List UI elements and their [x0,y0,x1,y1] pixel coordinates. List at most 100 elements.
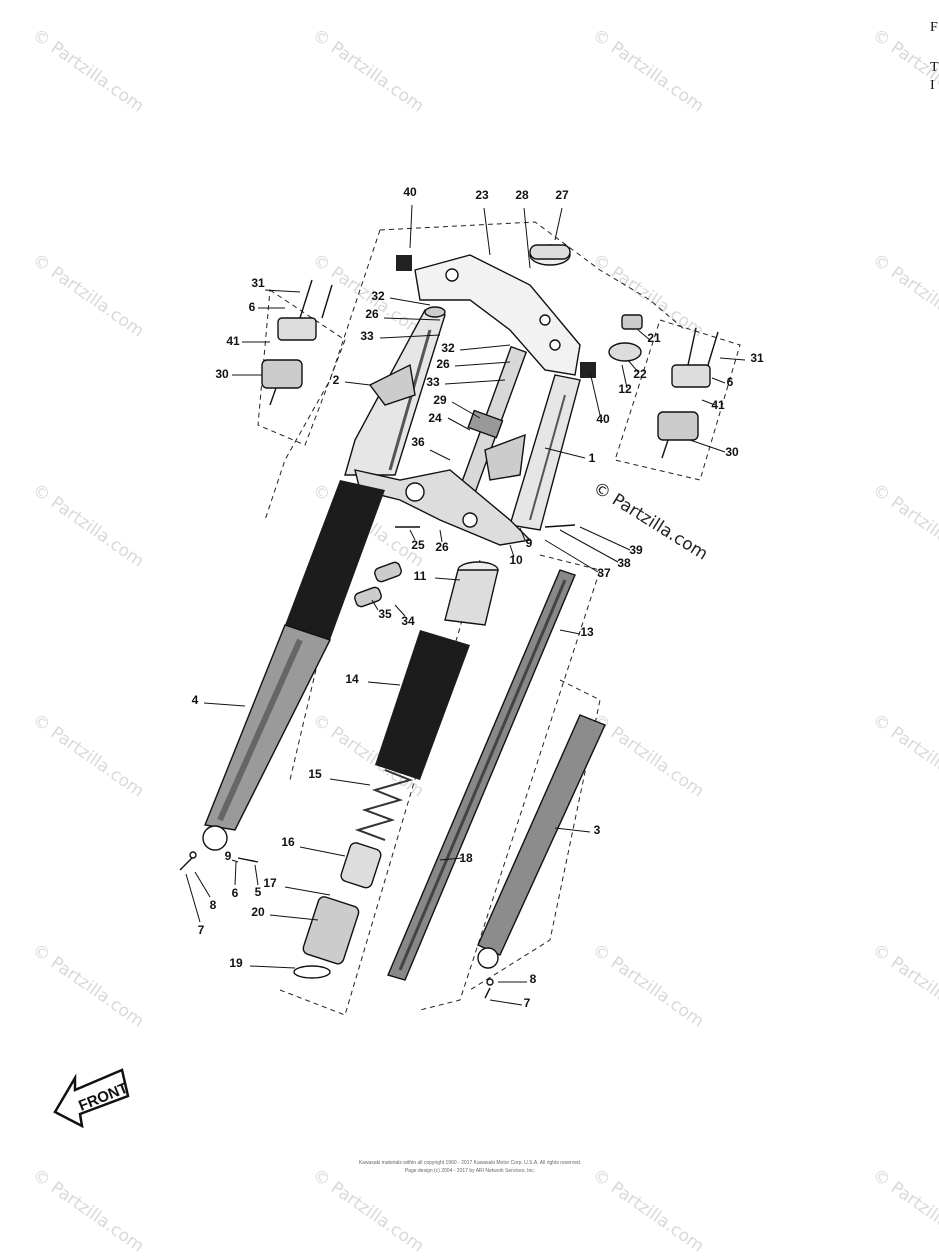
callout-34: 34 [401,614,415,628]
leader-line [344,381,371,386]
leader-line [329,778,371,786]
leader-line [459,344,511,351]
callout-17: 17 [263,876,277,890]
callout-leader-lines [185,204,746,1006]
handlebar-holder-left [261,279,333,406]
leader-line [554,207,563,241]
leader-line [559,529,619,563]
leader-line [429,449,451,461]
callout-29: 29 [433,393,447,407]
callout-13: 13 [580,625,594,639]
leader-line [483,207,491,256]
leader-line [489,999,523,1006]
spring-seat-and-guide [293,842,382,979]
leader-line [249,965,296,969]
leader-line [627,359,639,373]
callout-30: 30 [215,367,229,381]
callout-25: 25 [411,538,425,552]
stem-nut [529,244,571,266]
callout-22: 22 [633,367,647,381]
callout-12: 12 [618,382,632,396]
front-direction-arrow: FRONT [53,1068,131,1129]
lower-bracket [354,469,532,546]
callout-1: 1 [589,451,596,465]
leader-line [269,914,319,921]
callout-26: 26 [435,540,449,554]
brake-cable-fittings [354,561,402,608]
callout-40: 40 [403,185,417,199]
footer-copyright-line-1: Kawasaki materials within all copyright … [358,1160,582,1166]
fork-inner-tube [387,569,576,981]
callout-38: 38 [617,556,631,570]
bolt-top-left [396,255,412,271]
callout-11: 11 [414,569,427,583]
fork-spring [354,769,414,841]
leader-line [523,207,531,269]
leader-line [284,886,331,896]
corner-letter-3: I [930,78,935,93]
leader-line [434,577,461,581]
callout-33: 33 [360,329,374,343]
callout-23: 23 [475,188,489,202]
callout-20: 20 [251,905,265,919]
corner-letter-1: F [930,20,938,35]
callout-32: 32 [371,289,385,303]
leader-line [394,604,406,617]
callout-30: 30 [725,445,739,459]
callout-41: 41 [711,398,725,412]
callout-10: 10 [509,553,523,567]
group-frame-right-fork [469,679,601,991]
leader-line [447,417,471,431]
leader-line [509,544,515,558]
callout-4: 4 [192,693,199,707]
leader-line [194,871,211,898]
leader-line [519,527,526,541]
callout-28: 28 [515,188,529,202]
leader-line [454,361,511,367]
callout-24: 24 [428,411,442,425]
left-fork-outer-tube [202,624,331,851]
callout-31: 31 [750,351,764,365]
leader-line [544,447,586,459]
callout-6: 6 [232,886,239,900]
leader-line [637,329,651,341]
callout-9: 9 [526,536,533,550]
center-fork-bellows [375,630,470,780]
footer-copyright-line-2: Page design (c) 2004 - 2017 by ARI Netwo… [404,1168,536,1174]
drain-bolts [179,524,576,999]
group-frame-right-handlebar [614,319,741,481]
leader-line [711,377,726,384]
callout-26: 26 [436,357,450,371]
group-frame-inner-tube [279,554,601,1016]
callout-7: 7 [198,923,205,937]
callout-2: 2 [333,373,340,387]
leader-line [701,399,716,406]
leader-line [719,357,746,361]
left-fork-bellows [285,480,385,640]
parts-diagram: © Partzilla.com© Partzilla.com© Partzill… [29,20,939,1257]
leader-line [554,827,591,833]
leader-line [451,401,481,419]
callout-36: 36 [411,435,425,449]
callout-39: 39 [629,543,643,557]
leader-line [389,297,431,306]
leader-line [231,859,239,863]
leader-line [379,334,441,339]
callout-6: 6 [727,375,734,389]
right-fork-upper-tube [484,374,581,531]
corner-letter-2: T [930,60,939,75]
callout-8: 8 [530,972,537,986]
callout-7: 7 [524,996,531,1010]
callout-15: 15 [308,767,322,781]
callout-6: 6 [249,300,256,314]
callout-33: 33 [426,375,440,389]
upper-bracket [414,254,581,376]
leader-line [579,526,631,551]
handlebar-holder-right [608,314,719,459]
leader-line [367,681,401,686]
callout-41: 41 [226,334,240,348]
leader-line [689,439,726,453]
callout-16: 16 [281,835,295,849]
callout-40: 40 [596,412,610,426]
